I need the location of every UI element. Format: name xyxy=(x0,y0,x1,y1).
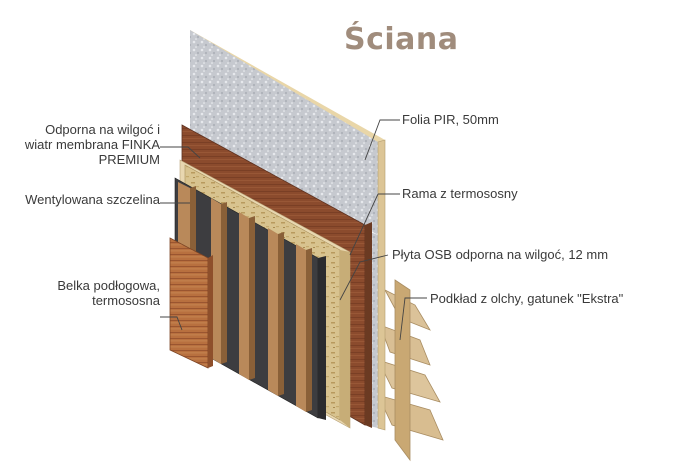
label-pir-foil: Folia PIR, 50mm xyxy=(402,112,499,127)
leader-lines xyxy=(160,119,427,341)
alder-boards xyxy=(377,279,444,462)
label-osb: Płyta OSB odporna na wilgoć, 12 mm xyxy=(392,247,609,262)
label-membrane: Odporna na wilgoć i wiatr membrana FINKA… xyxy=(24,122,160,167)
floor-joist xyxy=(169,237,213,369)
label-ventilation-gap: Wentylowana szczelina xyxy=(25,192,160,207)
label-floor-joist: Belka podłogowa, termososna xyxy=(57,278,160,308)
pir-foil-panel xyxy=(190,30,386,431)
ventilation-battens xyxy=(178,182,312,412)
label-alder: Podkład z olchy, gatunek "Ekstra" xyxy=(430,291,624,306)
page-title: Ściana xyxy=(344,22,459,57)
label-frame: Rama z termososny xyxy=(402,186,518,201)
